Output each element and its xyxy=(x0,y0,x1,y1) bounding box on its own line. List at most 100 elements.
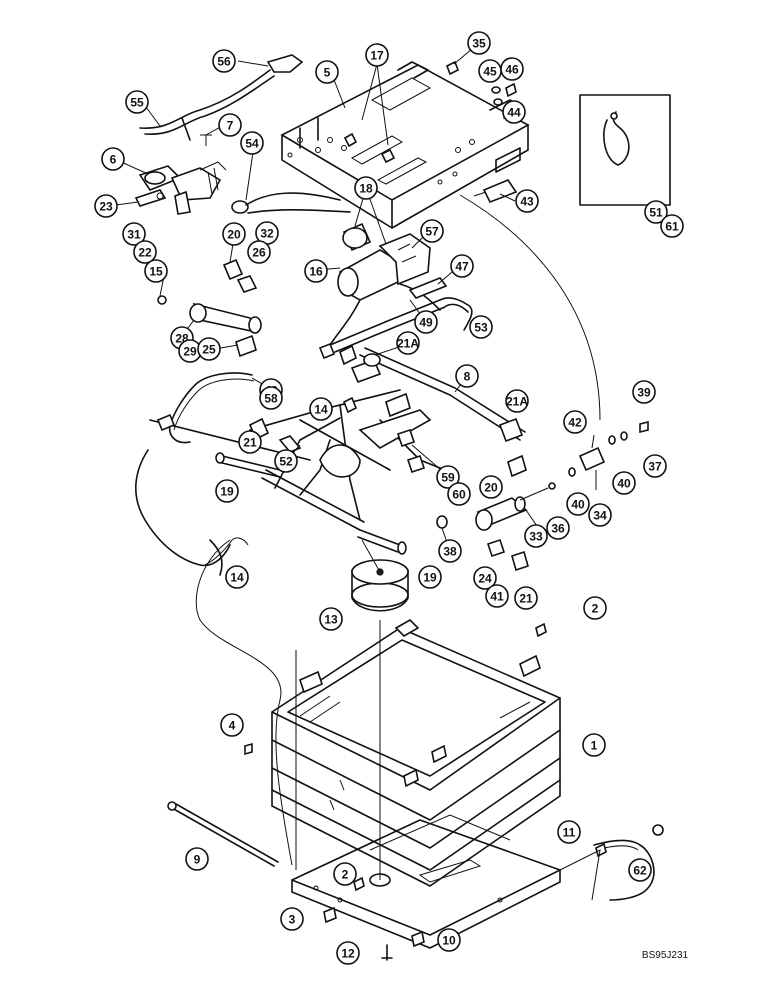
callout-label: 46 xyxy=(505,63,519,77)
shock-absorber xyxy=(475,420,649,531)
callout-circle xyxy=(222,222,246,246)
callout-label: 38 xyxy=(443,545,457,559)
bushing-cable xyxy=(231,192,351,214)
callout-label: 14 xyxy=(230,571,244,585)
callout-circle xyxy=(469,315,493,339)
callout-circle xyxy=(447,482,471,506)
strap-detail-box xyxy=(579,94,671,206)
callout-label: 52 xyxy=(279,455,293,469)
callout-43: 43 xyxy=(515,189,539,213)
callout-60: 60 xyxy=(447,482,471,506)
callout-circle xyxy=(259,386,283,410)
callout-circle xyxy=(304,259,328,283)
switch-right xyxy=(473,179,518,204)
callout-label: 40 xyxy=(617,477,631,491)
callout-circle xyxy=(197,337,221,361)
callout-61: 61 xyxy=(660,214,684,238)
callout-circle xyxy=(144,259,168,283)
callout-6: 6 xyxy=(101,147,125,171)
callout-circle xyxy=(467,31,491,55)
callout-circle xyxy=(473,566,497,590)
callout-label: 25 xyxy=(202,343,216,357)
callout-circle xyxy=(414,310,438,334)
callout-35: 35 xyxy=(467,31,491,55)
callout-circle xyxy=(354,176,378,200)
callout-circle xyxy=(479,475,503,499)
callout-2b: 2 xyxy=(333,862,357,886)
callout-34: 34 xyxy=(588,503,612,527)
callout-label: 55 xyxy=(130,96,144,110)
callout-label: 53 xyxy=(474,321,488,335)
hardware-bottom xyxy=(244,622,547,961)
callout-62: 62 xyxy=(628,858,652,882)
callout-label: 14 xyxy=(314,403,328,417)
callout-label: 54 xyxy=(245,137,259,151)
callout-label: 44 xyxy=(507,106,521,120)
callout-21a2: 21A xyxy=(505,389,529,413)
callout-label: 2 xyxy=(342,868,349,882)
base-plate xyxy=(291,814,561,949)
callout-label: 4 xyxy=(229,719,236,733)
callout-40: 40 xyxy=(612,471,636,495)
callout-16: 16 xyxy=(304,259,328,283)
callout-58: 58 xyxy=(259,386,283,410)
callout-57: 57 xyxy=(420,219,444,243)
callout-label: 31 xyxy=(127,228,141,242)
callout-label: 49 xyxy=(419,316,433,330)
callout-circle xyxy=(502,100,526,124)
callout-label: 22 xyxy=(138,246,152,260)
callout-label: 7 xyxy=(227,119,234,133)
callout-label: 13 xyxy=(324,613,338,627)
callout-label: 19 xyxy=(220,485,234,499)
callout-label: 21A xyxy=(506,395,528,409)
callout-49: 49 xyxy=(414,310,438,334)
callout-circle xyxy=(485,584,509,608)
callout-31: 31 xyxy=(122,222,146,246)
callout-12: 12 xyxy=(336,941,360,965)
callout-label: 34 xyxy=(593,509,607,523)
callout-circle xyxy=(365,43,389,67)
callout-circle xyxy=(420,219,444,243)
callout-label: 2 xyxy=(592,602,599,616)
callout-17: 17 xyxy=(365,43,389,67)
callout-21: 21 xyxy=(238,430,262,454)
callout-41: 41 xyxy=(485,584,509,608)
callout-19: 19 xyxy=(215,479,239,503)
callout-33: 33 xyxy=(524,524,548,548)
callout-label: 9 xyxy=(194,853,201,867)
callout-circle xyxy=(546,516,570,540)
callout-8: 8 xyxy=(455,364,479,388)
callout-20: 20 xyxy=(222,222,246,246)
callout-circle xyxy=(212,49,236,73)
callout-label: 32 xyxy=(260,227,274,241)
callout-47: 47 xyxy=(450,254,474,278)
callout-circle xyxy=(557,820,581,844)
callout-25: 25 xyxy=(197,337,221,361)
callout-label: 45 xyxy=(483,65,497,79)
callout-2: 2 xyxy=(583,596,607,620)
callout-circle xyxy=(436,465,460,489)
callout-label: 39 xyxy=(637,386,651,400)
pump-motor xyxy=(329,222,448,346)
callout-circle xyxy=(133,240,157,264)
callout-21b: 21 xyxy=(514,586,538,610)
callout-label: 24 xyxy=(478,572,492,586)
callout-circle xyxy=(632,380,656,404)
callout-circle xyxy=(280,907,304,931)
wiring-harness xyxy=(134,372,255,576)
callout-label: 18 xyxy=(359,182,373,196)
callout-label: 58 xyxy=(264,392,278,406)
callout-label: 23 xyxy=(99,200,113,214)
callout-9: 9 xyxy=(185,847,209,871)
callout-1: 1 xyxy=(582,733,606,757)
callout-circle xyxy=(215,479,239,503)
callout-circle xyxy=(505,389,529,413)
callout-51: 51 xyxy=(644,200,668,224)
callout-label: 57 xyxy=(425,225,439,239)
callout-42: 42 xyxy=(563,410,587,434)
callout-circle xyxy=(396,331,420,355)
callout-circle xyxy=(450,254,474,278)
callout-52: 52 xyxy=(274,449,298,473)
callout-19b: 19 xyxy=(418,565,442,589)
